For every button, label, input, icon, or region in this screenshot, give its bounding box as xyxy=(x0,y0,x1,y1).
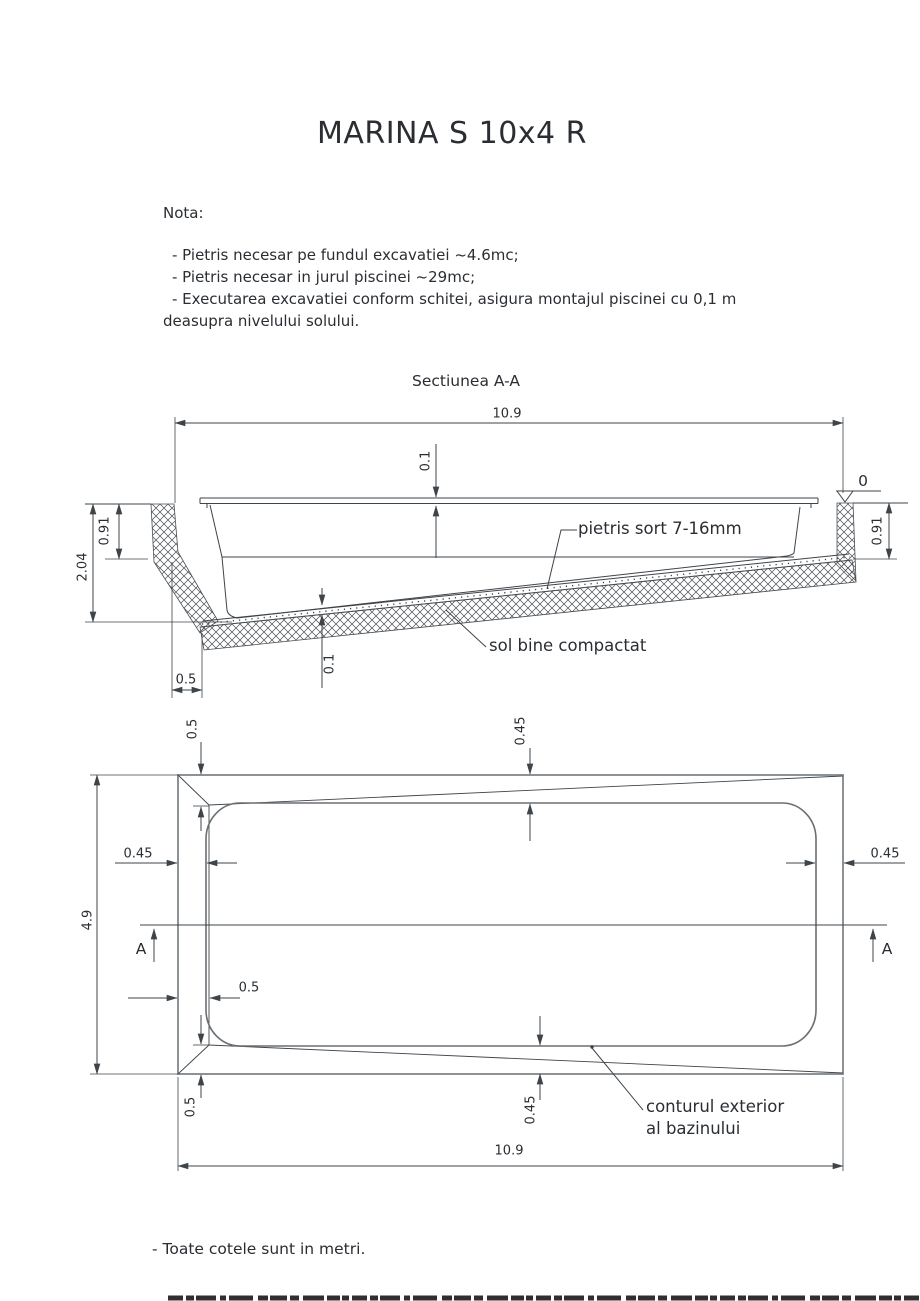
plan-drawing xyxy=(90,742,905,1171)
dim-label-plan-right: 0.45 xyxy=(870,846,900,862)
dim-label-bench: 0.5 xyxy=(175,672,197,688)
plan-dim-top-left xyxy=(193,742,209,831)
dim-label-depth-shallow-left: 0.91 xyxy=(97,516,113,546)
nota-line-2: - Pietris necesar in jurul piscinei ~29m… xyxy=(172,268,476,286)
dim-label-plan-bottom-left: 0.5 xyxy=(183,1096,199,1118)
dim-label-rim-height: 0.1 xyxy=(418,450,434,472)
plan-dim-width xyxy=(177,1077,844,1171)
pool-outline xyxy=(209,504,801,619)
hatch-left-wall xyxy=(150,503,219,634)
gravel-label: pietris sort 7-16mm xyxy=(578,519,742,538)
dim-label-plan-top-left: 0.5 xyxy=(185,718,201,740)
contour-label-line2: al bazinului xyxy=(646,1119,741,1138)
dim-label-depth-total: 2.04 xyxy=(75,552,91,582)
excavation-top-contour xyxy=(177,774,844,1075)
excavation-hatch xyxy=(150,502,857,651)
hatch-bottom-band xyxy=(199,559,857,651)
dim-label-plan-height: 4.9 xyxy=(80,909,96,931)
contour-leader-line xyxy=(590,1045,644,1111)
nota-line-4: deasupra nivelului solului. xyxy=(163,312,360,330)
nota-line-3: - Executarea excavatiei conform schitei,… xyxy=(172,290,737,308)
page-title: MARINA S 10x4 R xyxy=(152,116,752,151)
excavation-bottom-contour xyxy=(177,774,844,1075)
section-marker-right: A xyxy=(881,940,893,959)
section-title: Sectiunea A-A xyxy=(412,372,521,390)
dim-label-plan-bottom-center: 0.45 xyxy=(523,1095,539,1125)
dim-label-plan-left: 0.45 xyxy=(123,846,153,862)
soil-label: sol bine compactat xyxy=(489,636,647,655)
dim-label-plan-width: 10.9 xyxy=(494,1143,524,1159)
section-marker-left: A xyxy=(135,940,147,959)
section-dim-depth-right xyxy=(853,502,897,560)
contour-label-line1: conturul exterior xyxy=(646,1097,785,1116)
section-dim-depth-left xyxy=(85,503,232,623)
datum-marker xyxy=(836,490,881,503)
soil-leader-line xyxy=(445,609,487,648)
dim-label-plan-top-center: 0.45 xyxy=(513,716,529,746)
nota-line-1: - Pietris necesar pe fundul excavatiei ~… xyxy=(172,246,519,264)
section-drawing xyxy=(85,417,908,698)
section-dim-bench xyxy=(171,562,203,698)
dim-label-section-width: 10.9 xyxy=(492,406,522,422)
dim-label-plan-mid-left: 0.5 xyxy=(238,980,260,996)
nota-heading: Nota: xyxy=(163,204,204,222)
plan-dim-bottom-left xyxy=(193,1015,209,1098)
gravel-leader-line xyxy=(546,529,577,590)
section-dim-width xyxy=(174,417,844,503)
plan-dim-height xyxy=(90,774,178,1075)
datum-level-label: 0 xyxy=(858,472,868,491)
drawing-title-text: MARINA S 10x4 R xyxy=(316,116,588,151)
footer-note: - Toate cotele sunt in metri. xyxy=(152,1240,366,1258)
dim-label-depth-right: 0.91 xyxy=(870,516,886,546)
hatch-right-wall xyxy=(836,502,857,583)
pool-rim xyxy=(199,497,819,508)
dim-label-gravel-thickness: 0.1 xyxy=(322,653,338,675)
pool-contour xyxy=(205,802,817,1047)
